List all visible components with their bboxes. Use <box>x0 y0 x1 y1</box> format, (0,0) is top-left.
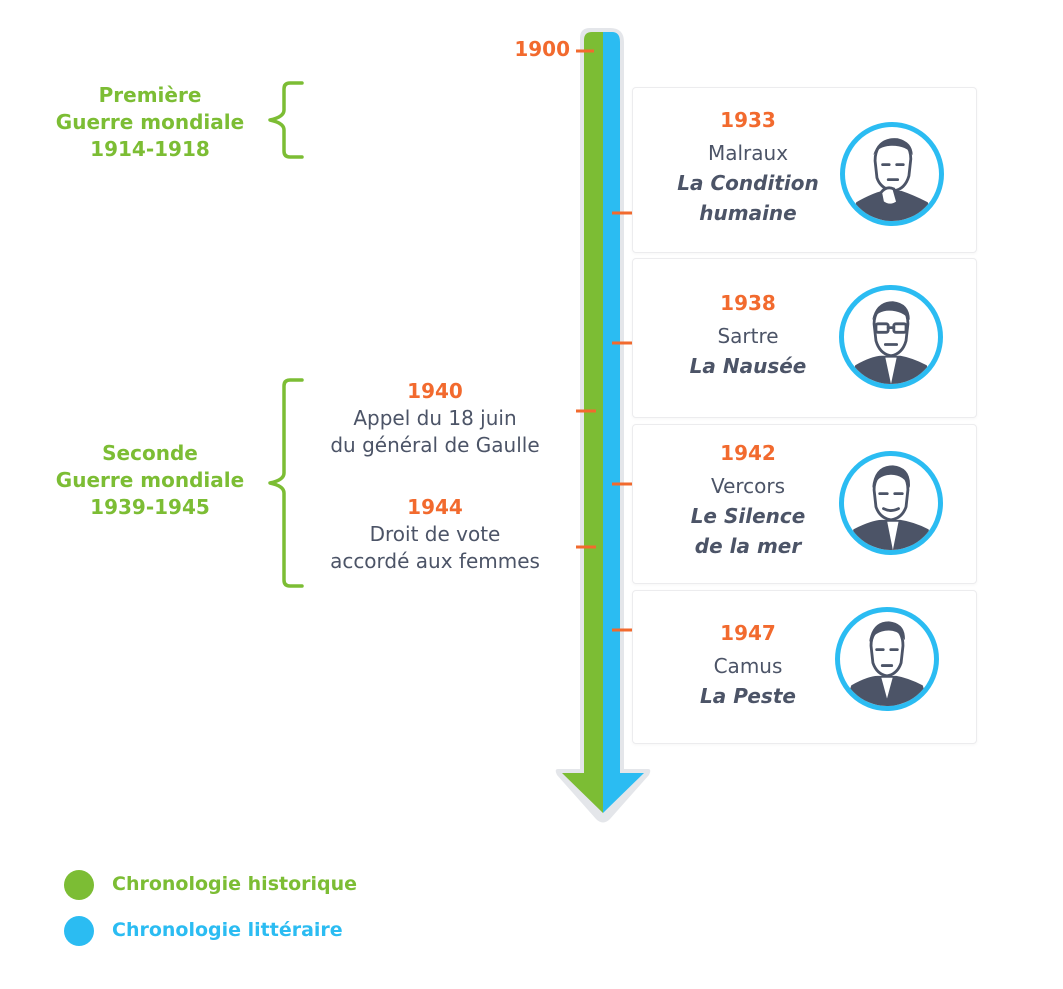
portrait-vercors-icon <box>839 451 943 555</box>
portrait-malraux-icon <box>840 122 944 226</box>
literature-card-1942-year: 1942 <box>720 441 776 465</box>
period-ww2-line1: Seconde <box>102 441 198 465</box>
period-ww2: Seconde Guerre mondiale 1939-1945 <box>40 440 260 521</box>
period-ww1: Première Guerre mondiale 1914-1918 <box>40 82 260 163</box>
legend-literature-swatch <box>64 916 94 946</box>
period-ww1-line1: Première <box>98 83 202 107</box>
history-event-1940-year: 1940 <box>407 379 463 403</box>
legend-history-label: Chronologie historique <box>112 873 358 895</box>
literature-card-1933-year: 1933 <box>720 108 776 132</box>
literature-card-1942-title-line2: de la mer <box>694 534 802 558</box>
history-track <box>562 32 603 813</box>
history-event-1944-line2: accordé aux femmes <box>330 549 540 573</box>
history-event-1940-line1: Appel du 18 juin <box>353 406 517 430</box>
history-event-1944-year: 1944 <box>407 495 463 519</box>
period-ww2-line2: Guerre mondiale <box>55 468 245 492</box>
timeline-axis <box>555 28 651 823</box>
literature-card-1938-year: 1938 <box>720 291 776 315</box>
portrait-camus-icon <box>835 607 939 711</box>
literature-card-1938-title-line1: La Nausée <box>689 354 807 378</box>
literature-card-1938: 1938 Sartre La Nausée <box>632 258 977 418</box>
start-year-label: 1900 <box>514 37 570 61</box>
history-event-1940-line2: du général de Gaulle <box>330 433 540 457</box>
brace-ww2-icon <box>268 378 304 588</box>
literature-card-1947-year: 1947 <box>720 621 776 645</box>
legend-history-swatch <box>64 870 94 900</box>
literature-card-1933-title-line1: La Condition <box>677 171 819 195</box>
literature-card-1933-author: Malraux <box>707 141 789 165</box>
literature-card-1938-author: Sartre <box>717 324 779 348</box>
brace-ww1-icon <box>268 81 304 159</box>
history-event-1944-line1: Droit de vote <box>369 522 501 546</box>
literature-card-1933-title-line2: humaine <box>699 201 797 225</box>
portrait-sartre-icon <box>839 285 943 389</box>
literature-track <box>603 32 644 813</box>
history-event-1944: 1944 Droit de vote accordé aux femmes <box>300 494 570 575</box>
period-ww1-years: 1914-1918 <box>90 137 210 161</box>
literature-card-1942: 1942 Vercors Le Silence de la mer <box>632 424 977 584</box>
literature-card-1942-title-line1: Le Silence <box>690 504 806 528</box>
literature-card-1947: 1947 Camus La Peste <box>632 590 977 744</box>
legend-literature-label: Chronologie littéraire <box>112 919 343 941</box>
literature-card-1947-author: Camus <box>713 654 783 678</box>
literature-card-1942-author: Vercors <box>710 474 786 498</box>
literature-card-1933: 1933 Malraux La Condition humaine <box>632 87 977 253</box>
history-event-1940: 1940 Appel du 18 juin du général de Gaul… <box>300 378 570 459</box>
literature-card-1947-title-line1: La Peste <box>700 684 796 708</box>
period-ww1-line2: Guerre mondiale <box>55 110 245 134</box>
period-ww2-years: 1939-1945 <box>90 495 210 519</box>
